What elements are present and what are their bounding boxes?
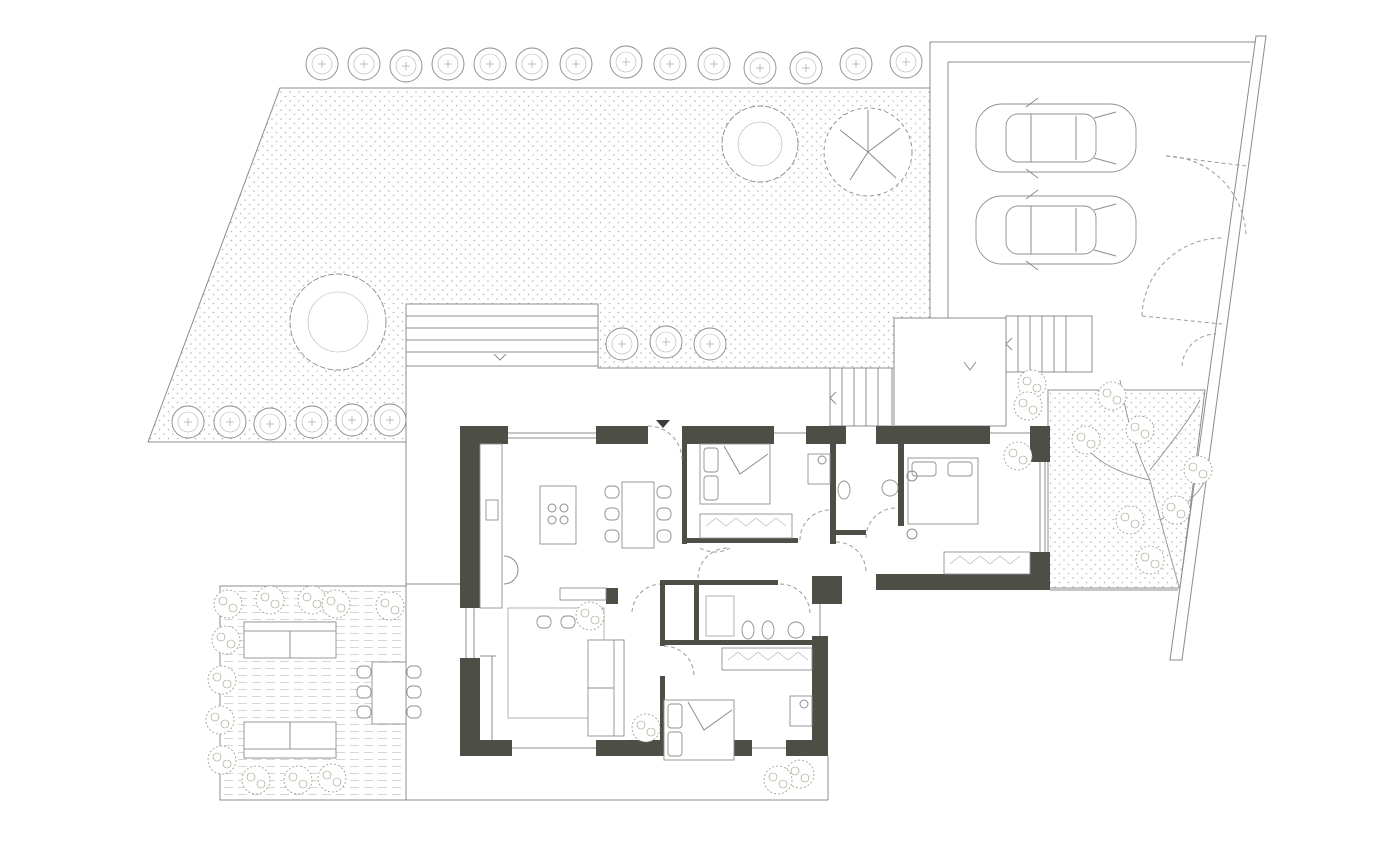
site-boundary <box>598 367 1178 800</box>
dining-table-icon <box>604 481 672 549</box>
living-area <box>480 587 625 740</box>
tree-icon <box>289 105 913 371</box>
desk <box>789 453 831 727</box>
toilet-icon <box>741 480 851 640</box>
sofa-icon <box>243 621 337 759</box>
bed-icon <box>663 443 979 761</box>
dining-table-icon <box>356 661 422 725</box>
sink-icon <box>705 479 899 639</box>
windows <box>465 432 1046 749</box>
tree-icon-climbing <box>1071 379 1213 591</box>
tree-row-top <box>305 45 923 85</box>
driveway <box>929 35 1267 661</box>
wardrobe <box>699 513 1031 671</box>
kitchen-counter <box>479 443 519 609</box>
doors <box>631 420 897 677</box>
kitchen-hob-icon <box>539 485 577 545</box>
stair-icon <box>405 303 1093 427</box>
car-icon <box>975 97 1137 271</box>
